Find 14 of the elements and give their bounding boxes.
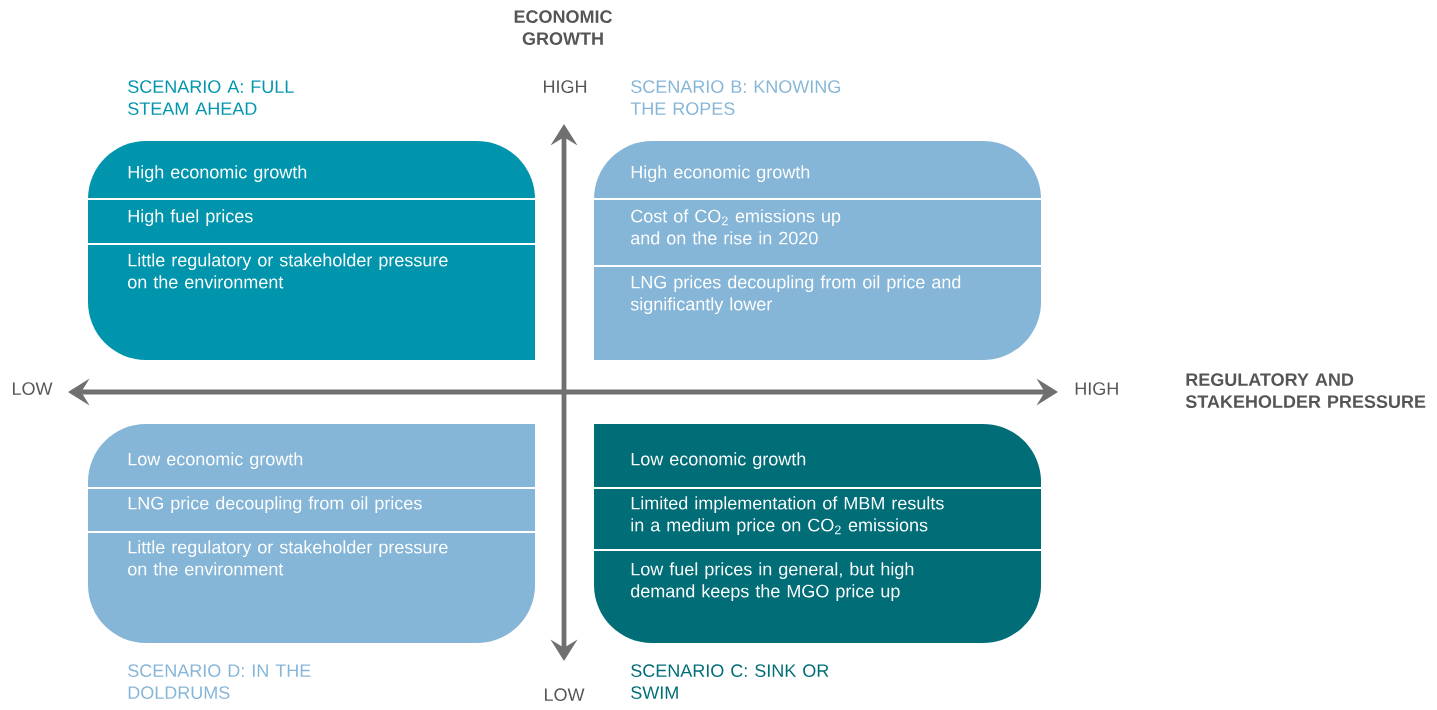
axis-end-label: LOW [545,688,585,701]
axis-end-label: HIGH [1075,382,1118,395]
axis-end-label: LOW [13,382,53,395]
scenario-box: SCENARIO A: FULL STEAM AHEAD High economic growth High fuel prices Little regulatory or stakeholder pressure on the environment [87,80,536,360]
node-label: SCENARIO D: IN THE DOLDRUMS [128,664,311,699]
scenario-box: Low economic growth Limited implementation of MBM results in a medium price on CO$_{2}$ emissions Low fuel prices in general, but high demand keeps the MGO price up SCENARIO C: SINK OR SWIM [593,424,1042,699]
node-label: SCENARIO A: FULL STEAM AHEAD [128,80,294,115]
axis-end-label: HIGH [544,80,587,93]
node-label: SCENARIO C: SINK OR SWIM [631,664,829,699]
node-label: SCENARIO B: KNOWING THE ROPES [630,80,840,115]
scenario-box: Low economic growth LNG price decoupling from oil prices Little regulatory or stakeholder pressure on the environment SCENARIO D: IN THE DOLDRUMS [87,424,536,699]
axis-title: REGULATORY AND STAKEHOLDER PRESSURE [1185,373,1426,408]
axis-title: ECONOMIC GROWTH [514,10,612,45]
scenario-box: SCENARIO B: KNOWING THE ROPES High economic growth Cost of CO$_{2}$ emissions up and on the rise in 2020 LNG prices decoupling from oil price and significantly lower [593,80,1042,360]
